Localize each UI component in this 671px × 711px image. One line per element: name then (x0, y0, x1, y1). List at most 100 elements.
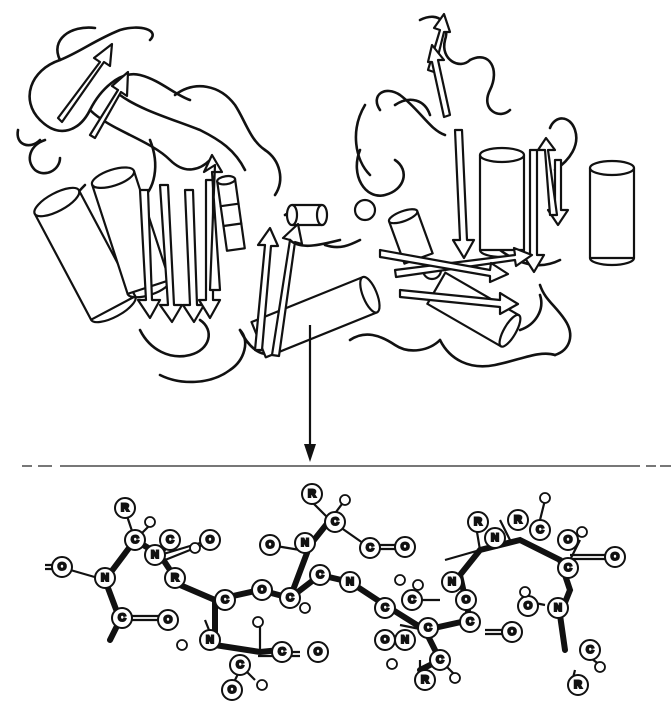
atom: C (125, 530, 145, 550)
atom: O (200, 530, 220, 550)
svg-text:O: O (206, 534, 215, 546)
atom: R (508, 510, 528, 530)
atom: N (95, 568, 115, 588)
atom: R (468, 512, 488, 532)
svg-text:C: C (408, 594, 416, 606)
atom: O (260, 535, 280, 555)
svg-text:O: O (164, 614, 173, 626)
svg-text:C: C (424, 622, 432, 634)
atom: O (395, 537, 415, 557)
atomic-chain: R C C N R N C C N C C C R C N C C N C N … (45, 484, 625, 700)
svg-text:N: N (448, 576, 456, 588)
svg-text:N: N (491, 532, 499, 544)
svg-text:C: C (564, 562, 572, 574)
svg-text:N: N (101, 572, 109, 584)
svg-text:C: C (286, 592, 294, 604)
svg-text:C: C (166, 534, 174, 546)
atom: O (158, 610, 178, 630)
svg-text:O: O (314, 646, 323, 658)
svg-text:R: R (421, 674, 429, 686)
svg-text:N: N (151, 549, 159, 561)
svg-text:N: N (301, 537, 309, 549)
atom: N (485, 528, 505, 548)
svg-text:O: O (381, 634, 390, 646)
atom: O (375, 630, 395, 650)
svg-text:R: R (121, 502, 129, 514)
svg-text:O: O (58, 561, 67, 573)
atom: C (112, 608, 132, 628)
atom: C (360, 538, 380, 558)
svg-text:R: R (574, 679, 582, 691)
svg-text:C: C (131, 534, 139, 546)
svg-text:C: C (366, 542, 374, 554)
atom: C (530, 520, 550, 540)
right-helix-1 (480, 148, 524, 257)
atom: O (52, 557, 72, 577)
svg-text:C: C (118, 612, 126, 624)
atom: C (160, 530, 180, 550)
atom: C (418, 618, 438, 638)
atom: N (145, 545, 165, 565)
svg-text:N: N (206, 634, 214, 646)
right-helix-4 (427, 273, 524, 350)
atom: C (280, 588, 300, 608)
atom: C (430, 650, 450, 670)
svg-text:C: C (316, 569, 324, 581)
svg-text:C: C (586, 644, 594, 656)
svg-text:N: N (401, 634, 409, 646)
svg-text:O: O (524, 600, 533, 612)
atom: C (558, 558, 578, 578)
svg-text:R: R (171, 572, 179, 584)
atom: C (460, 612, 480, 632)
atom: R (115, 498, 135, 518)
atom: C (310, 565, 330, 585)
svg-text:O: O (611, 551, 620, 563)
atom: N (295, 533, 315, 553)
svg-text:O: O (564, 534, 573, 546)
svg-text:O: O (266, 539, 275, 551)
svg-text:R: R (308, 488, 316, 500)
svg-text:C: C (436, 654, 444, 666)
atom: C (402, 590, 422, 610)
atom: N (442, 572, 462, 592)
svg-text:O: O (258, 584, 267, 596)
svg-text:O: O (462, 594, 471, 606)
atom: O (222, 680, 242, 700)
svg-text:C: C (331, 516, 339, 528)
atom: N (548, 598, 568, 618)
svg-text:R: R (474, 516, 482, 528)
atom: R (568, 675, 588, 695)
atom: C (375, 598, 395, 618)
pointer-arrow (304, 325, 316, 462)
atom: O (308, 642, 328, 662)
atom: O (502, 622, 522, 642)
atom: O (518, 596, 538, 616)
atom: C (230, 655, 250, 675)
svg-text:O: O (508, 626, 517, 638)
atom: O (558, 530, 578, 550)
svg-text:O: O (228, 684, 237, 696)
svg-text:C: C (278, 646, 286, 658)
left-helix-4 (252, 274, 384, 357)
ribbon-diagram (18, 14, 634, 382)
atom: R (302, 484, 322, 504)
svg-text:R: R (514, 514, 522, 526)
right-helix-2 (590, 161, 634, 265)
atom: C (272, 642, 292, 662)
svg-text:C: C (236, 659, 244, 671)
atom: N (395, 630, 415, 650)
atom: R (165, 568, 185, 588)
atom: O (456, 590, 476, 610)
left-domain (18, 28, 384, 382)
atom: R (415, 670, 435, 690)
atom: C (215, 590, 235, 610)
atom: O (605, 547, 625, 567)
atom: C (325, 512, 345, 532)
atom: C (580, 640, 600, 660)
svg-text:C: C (221, 594, 229, 606)
svg-text:C: C (536, 524, 544, 536)
svg-text:N: N (346, 576, 354, 588)
svg-text:C: C (381, 602, 389, 614)
svg-text:C: C (466, 616, 474, 628)
